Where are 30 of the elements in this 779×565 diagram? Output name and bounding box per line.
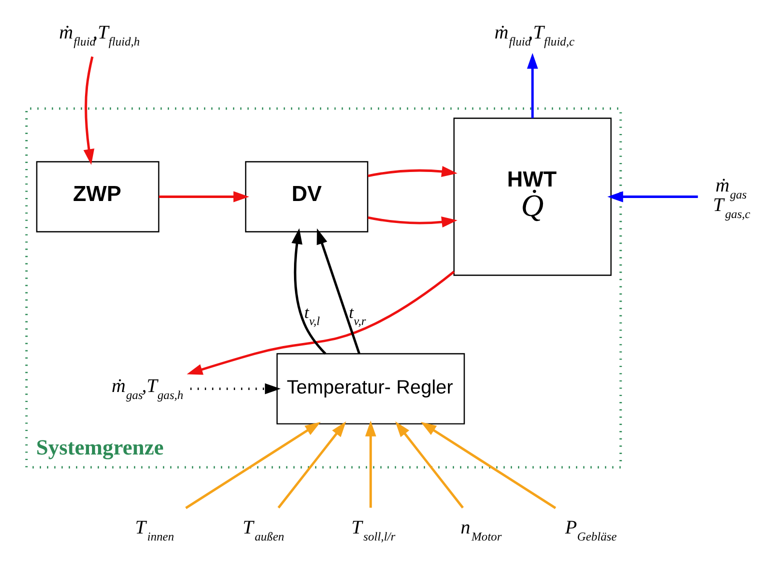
node-box: ZWP: [36, 161, 159, 232]
arrow: [367, 166, 457, 178]
node-text: ṁ$_{fluid}$,T$_{fluid,h}$: [58, 22, 140, 48]
node-box: DV: [244, 161, 368, 232]
arrow: [364, 420, 376, 508]
node-text: ṁ$_{gas}$,T$_{gas,h}$: [111, 376, 183, 402]
node-text: T$_{innen}$: [134, 517, 174, 544]
arrow: [190, 383, 280, 394]
arrow: [82, 56, 94, 165]
arrow: [394, 421, 464, 509]
arrow: [316, 228, 360, 354]
arrow: [158, 191, 249, 202]
node-text: P$_{Gebläse}$: [564, 517, 616, 544]
edge-label: t$_{v,r}$: [348, 302, 366, 328]
arrow: [277, 421, 346, 509]
arrow: [184, 422, 320, 510]
node-text: ṁ$_{fluid}$,T$_{fluid,c}$: [494, 22, 574, 48]
arrow: [526, 53, 538, 118]
arrow: [420, 422, 556, 510]
node-text: n$_{Motor}$: [460, 517, 502, 544]
node-box: HWT Q̇: [452, 118, 612, 276]
node-text: T$_{außen}$: [242, 517, 284, 544]
edge-label: t$_{v,l}$: [304, 302, 320, 328]
node-text: ṁ$_{gas}$ T$_{gas,c}$: [712, 176, 750, 222]
arrow: [291, 228, 326, 355]
arrow: [186, 270, 454, 375]
node-text: T$_{soll,l/r}$: [350, 517, 395, 544]
arrow: [367, 216, 457, 228]
node-box: Temperatur- Regler: [276, 353, 464, 424]
arrow: [606, 191, 698, 202]
